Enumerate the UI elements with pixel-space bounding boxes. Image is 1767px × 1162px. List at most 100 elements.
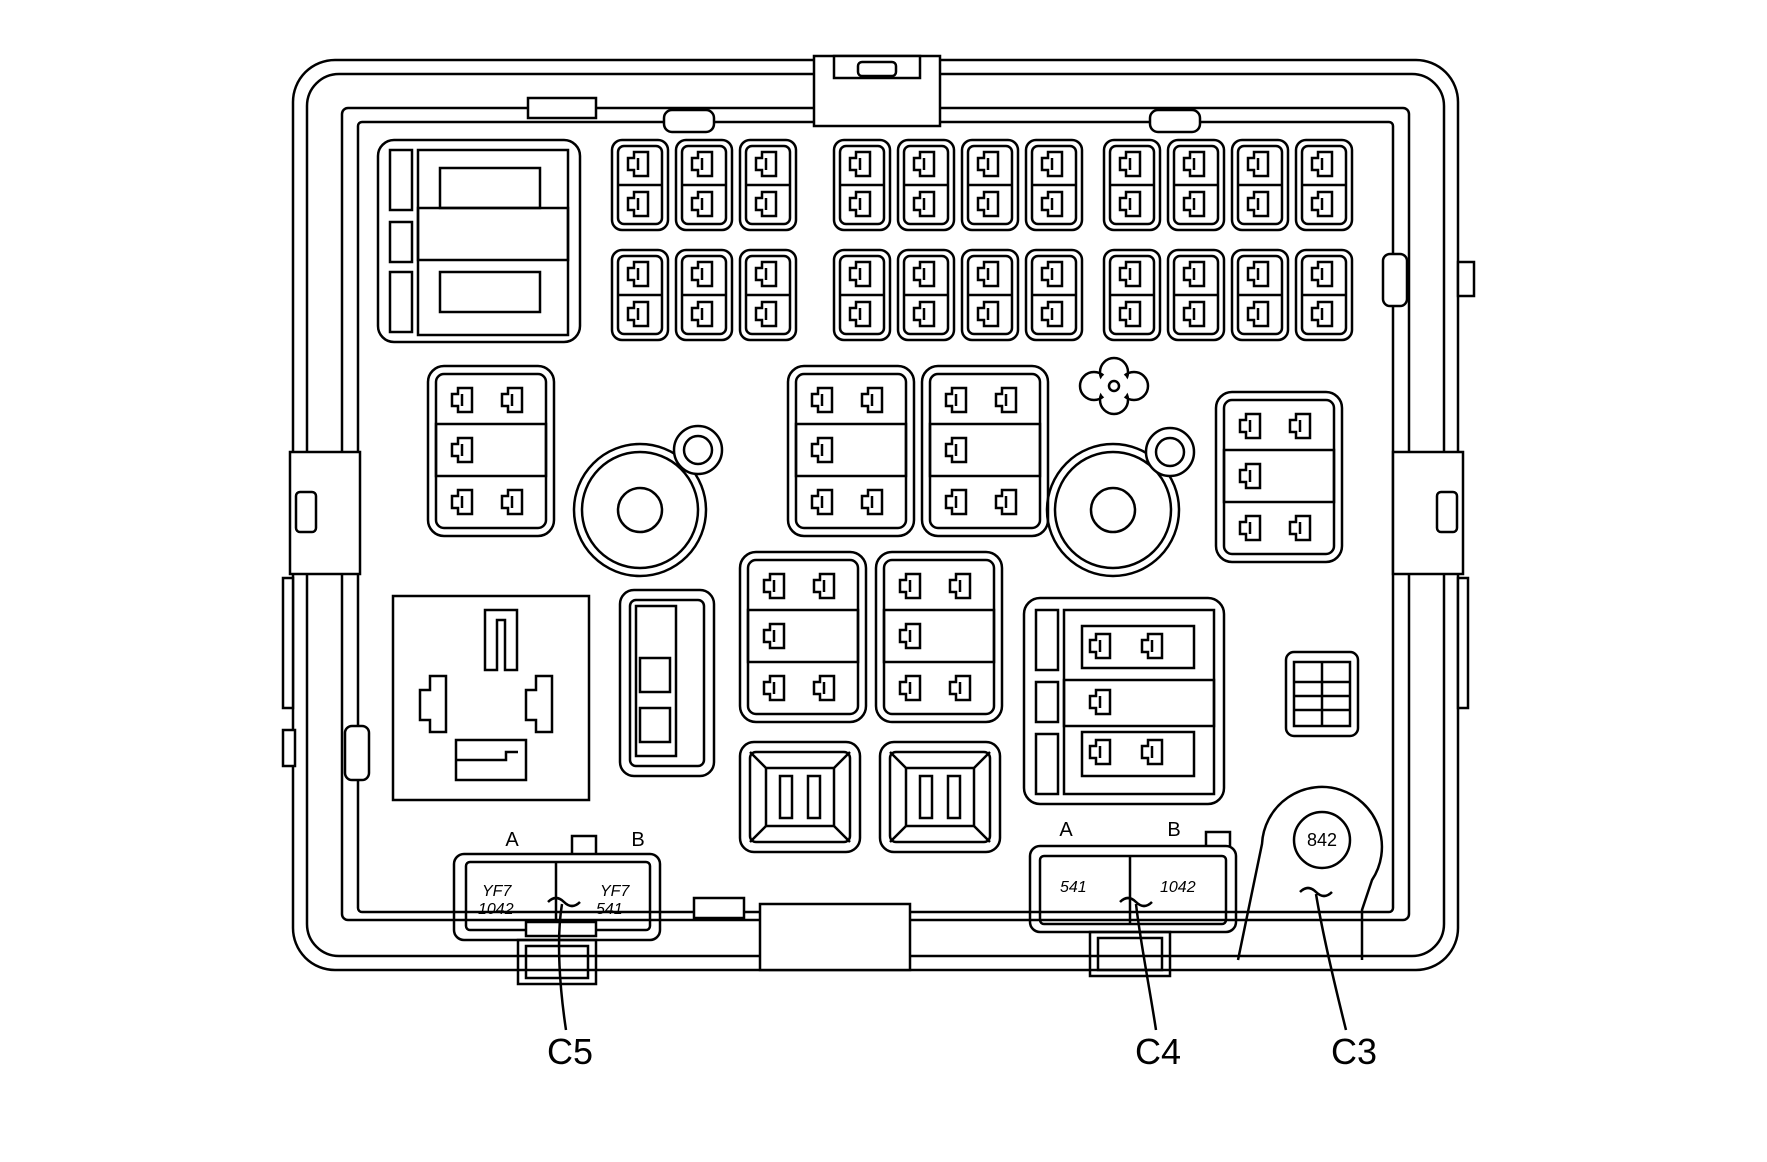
relay-middle-slot <box>928 422 1042 478</box>
blade-terminal <box>912 300 936 328</box>
blade-terminal <box>898 622 922 650</box>
c5-right-wire: YF7 <box>600 883 630 900</box>
blade-terminal <box>812 674 836 702</box>
c4-left-circuit: 541 <box>1060 879 1087 896</box>
relay-middle-slot <box>794 422 908 478</box>
right-ear-upper-tab <box>1435 490 1459 534</box>
blade-terminal <box>994 386 1018 414</box>
c4-right-circuit: 1042 <box>1160 879 1196 896</box>
blade-terminal <box>690 190 714 218</box>
maxi-fuse-blade <box>918 774 934 820</box>
mini-fuse <box>674 138 734 232</box>
maxi-fuse-blade <box>806 774 822 820</box>
blade-terminal <box>948 572 972 600</box>
relay-bottom-pocket <box>1080 730 1196 778</box>
blade-terminal <box>1246 300 1270 328</box>
blade-terminal <box>912 260 936 288</box>
blade-terminal <box>1040 190 1064 218</box>
c5-right-circuit: 541 <box>596 901 623 918</box>
relay-body <box>1062 608 1216 796</box>
mini-fuse <box>1230 248 1290 342</box>
blade-terminal <box>848 300 872 328</box>
relay-middle-slot <box>1062 678 1216 728</box>
relay-outer <box>738 550 868 724</box>
maxi-fuse-body <box>904 766 976 828</box>
top-tab-a <box>662 108 716 134</box>
mini-fuse-body <box>832 138 892 232</box>
mini-fuse <box>1166 138 1226 232</box>
relay-outer <box>1022 596 1226 806</box>
c4-label: C4 <box>1135 1031 1181 1072</box>
mini-fuse-body <box>1102 248 1162 342</box>
maxi-fuse-blade <box>946 774 962 820</box>
blade-terminal <box>1118 260 1142 288</box>
relay <box>920 364 1050 538</box>
mini-fuse <box>1294 138 1354 232</box>
mini-fuse-body <box>1102 138 1162 232</box>
mini-fuse-body <box>674 138 734 232</box>
c3-label: C3 <box>1331 1031 1377 1072</box>
blade-terminal <box>1238 412 1262 440</box>
blade-terminal <box>1246 190 1270 218</box>
top-tab-left <box>526 96 598 120</box>
mini-fuse-body <box>738 138 798 232</box>
blade-terminal <box>976 300 1000 328</box>
blade-terminal <box>450 436 474 464</box>
blade-terminal <box>1040 150 1064 178</box>
mini-fuse <box>832 138 892 232</box>
blade-terminal <box>1182 300 1206 328</box>
blade-terminal <box>810 436 834 464</box>
blade-terminal <box>812 572 836 600</box>
blade-terminal <box>944 436 968 464</box>
blade-terminal <box>898 674 922 702</box>
mini-fuse <box>960 248 1020 342</box>
relay-side-slot <box>1034 680 1060 724</box>
mini-fuse <box>1024 248 1084 342</box>
mini-fuse <box>610 138 670 232</box>
blade-terminal <box>626 150 650 178</box>
relay-outer <box>426 364 556 538</box>
blade-terminal <box>1310 300 1334 328</box>
blade-terminal <box>450 386 474 414</box>
relay-outer <box>920 364 1050 538</box>
left-ear-upper-tab <box>294 490 318 534</box>
left-ear-lower <box>281 576 295 710</box>
blade-terminal <box>626 190 650 218</box>
c4-pin-a-label: A <box>1059 819 1073 841</box>
blade-terminal <box>690 300 714 328</box>
mini-fuse-grid <box>610 138 1354 342</box>
mini-fuse-body <box>610 138 670 232</box>
mini-fuse <box>1166 248 1226 342</box>
relay-side-slots <box>1022 596 1226 806</box>
mini-fuse <box>610 248 670 342</box>
blade-terminal <box>860 488 884 516</box>
right-side-knob <box>1456 260 1476 298</box>
relay <box>738 550 868 724</box>
mini-fuse-body <box>1024 248 1084 342</box>
small-fuse-module <box>1284 650 1360 738</box>
housing <box>281 54 1476 972</box>
mini-fuse <box>960 138 1020 232</box>
maxi-fuse-corners <box>749 751 851 843</box>
right-ear-lower <box>1456 576 1470 710</box>
bottom-tab-small <box>692 896 746 920</box>
blade-terminal <box>898 572 922 600</box>
mini-fuse <box>738 138 798 232</box>
top-tab-b <box>1148 108 1202 134</box>
blade-terminal <box>912 150 936 178</box>
c3-terminal-number: 842 <box>1307 830 1337 850</box>
blade-terminal <box>860 386 884 414</box>
blade-terminal <box>1238 462 1262 490</box>
mini-fuse-body <box>1166 138 1226 232</box>
blade-terminal <box>1182 260 1206 288</box>
blade-terminal <box>754 190 778 218</box>
blade-terminal <box>976 190 1000 218</box>
mini-fuse-body <box>1166 248 1226 342</box>
blade-terminal <box>500 386 524 414</box>
blade-terminal <box>1118 150 1142 178</box>
relay-middle-slot <box>882 608 996 664</box>
mini-fuse-body <box>1230 138 1290 232</box>
blade-terminal <box>944 386 968 414</box>
